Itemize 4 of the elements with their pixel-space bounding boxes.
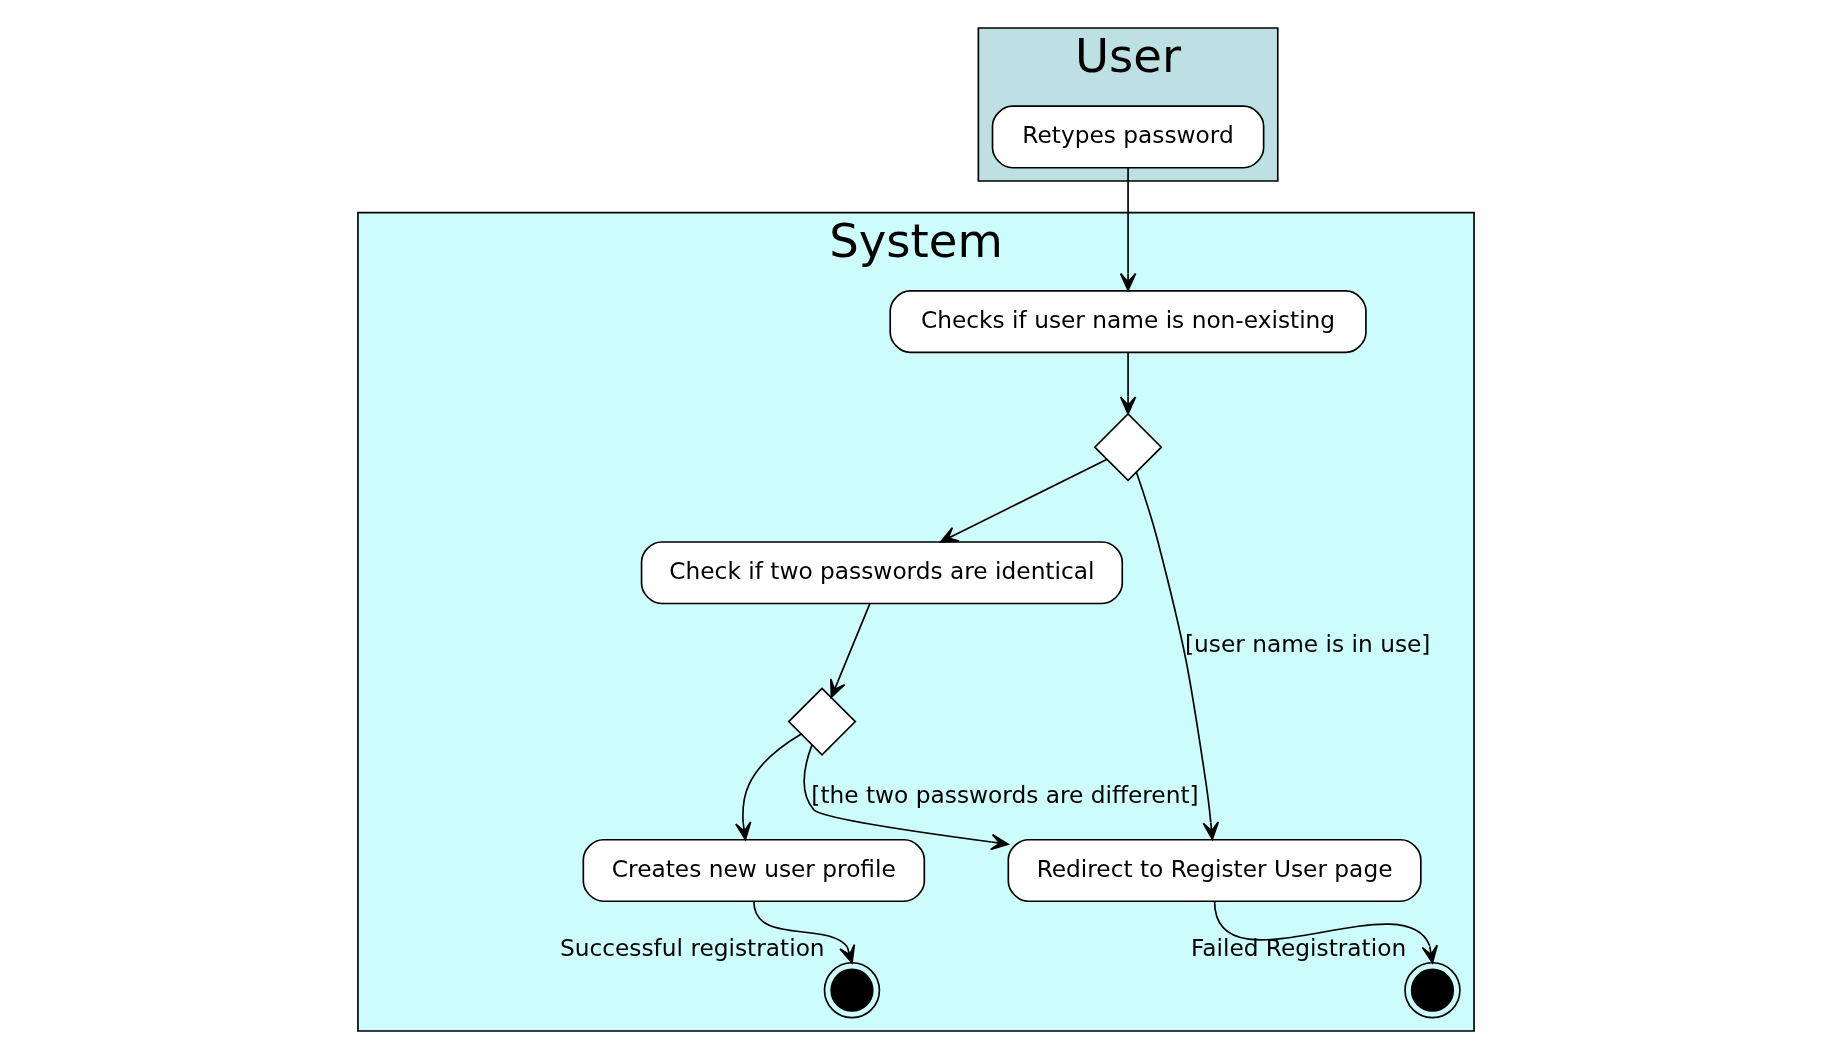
node-label: Failed Registration bbox=[1190, 934, 1407, 962]
node-label: Successful registration bbox=[559, 934, 825, 962]
edge-label: [the two passwords are different] bbox=[811, 781, 1199, 809]
edge-label: [user name is in use] bbox=[1184, 630, 1431, 658]
